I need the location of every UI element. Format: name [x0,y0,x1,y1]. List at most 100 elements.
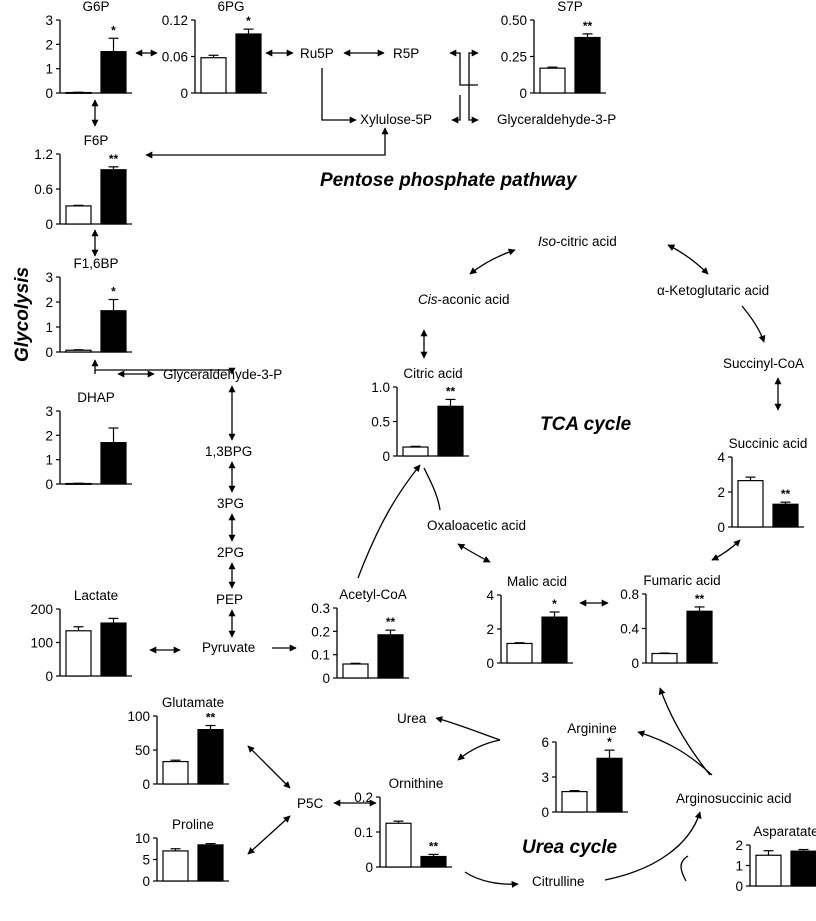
y-tick-label: 3 [541,770,549,785]
chart-arginine: 036*Arginine [541,721,628,820]
bar-treatment [790,850,816,887]
significance-marker: * [111,23,116,37]
chart-title: F6P [84,133,109,148]
y-tick-label: 2 [717,485,725,500]
section-title-tca: TCA cycle [540,414,632,435]
bar-control [651,652,678,664]
bar-control [162,850,189,882]
chart-title: DHAP [77,390,115,405]
bar-treatment [420,855,447,868]
significance-marker: ** [429,839,439,853]
bar-control [342,663,369,679]
label-pep: PEP [216,592,243,607]
bar-charts: 0123*G6P00.060.12*6PG00.250.50**S7P00.61… [30,0,816,894]
arrow-acetylcoa-citric [357,464,421,579]
significance-marker: ** [583,19,593,33]
bar-control [539,67,566,94]
significance-marker: ** [386,615,396,629]
y-tick-label: 4 [717,450,725,465]
chart-malic-acid: 024*Malic acid [486,574,573,671]
y-tick-label: 0.5 [371,415,390,430]
arrow-f16bp-gap [95,367,236,375]
bar-control [385,822,412,868]
arrow-s7p-bracket [468,49,479,124]
y-tick-label: 0 [322,671,330,686]
arrow-argsucc-fumaric [658,687,711,776]
label-arginosuccinic: Arginosuccinic acid [676,791,792,806]
bar-control [162,760,189,785]
label-2pg: 2PG [217,545,244,560]
y-tick-label: 0 [180,86,188,101]
y-tick-label: 2 [735,838,743,853]
label-pyruvate: Pyruvate [202,640,255,655]
bar-treatment [100,169,127,225]
bar-control [402,446,429,457]
chart-title: Citric acid [403,366,462,381]
label-akg: α-Ketoglutaric acid [657,283,769,298]
y-tick-label: 0 [45,217,53,232]
section-title-glycolysis: Glycolysis [12,267,33,362]
section-title-ppp: Pentose phosphate pathway [320,170,578,191]
chart-title: Asparatate [753,824,816,839]
y-tick-label: 3 [45,270,53,285]
y-tick-label: 6 [541,735,549,750]
bar-treatment [100,310,127,353]
bar-treatment [235,33,262,94]
arrow-malic-oxaloacetic [457,543,491,563]
y-tick-label: 0 [45,345,53,360]
bar-control [200,57,227,94]
y-tick-label: 0 [142,874,150,889]
y-tick-label: 0 [382,449,390,464]
label-cis-suffix: -aconic acid [438,292,510,307]
label-3pg: 3PG [217,496,244,511]
label-oxaloacetic: Oxaloacetic acid [427,518,526,533]
label-isocitric-prefix: Iso [538,234,557,249]
label-xylulose: Xylulose-5P [360,112,432,127]
chart-title: 6PG [217,0,244,14]
bar-treatment [100,622,127,677]
bar-treatment [197,844,224,882]
y-tick-label: 0 [717,520,725,535]
label-isocitric: Iso-citric acid [538,234,617,249]
chart-title: Lactate [74,588,118,603]
y-tick-label: 2 [45,37,53,52]
bar-treatment [377,634,404,679]
significance-marker: * [111,285,116,299]
label-p5c: P5C [297,796,324,811]
y-tick-label: 0.6 [34,182,53,197]
chart-title: Ornithine [389,776,444,791]
section-title-urea: Urea cycle [522,837,618,858]
bar-control [65,630,92,677]
chart-title: Proline [172,817,214,832]
arrow-ru5p-xylulose [321,68,357,124]
y-tick-label: 0.4 [620,622,639,637]
label-13bpg: 1,3BPG [205,444,252,459]
chart-succinic-acid: 024**Succinic acid [717,436,807,535]
y-tick-label: 0.2 [311,624,330,639]
bar-treatment [686,610,713,664]
y-tick-label: 0 [45,477,53,492]
significance-marker: ** [695,592,705,606]
chart-title: Acetyl-CoA [339,587,407,602]
y-tick-label: 4 [486,588,494,603]
y-tick-label: 1 [45,62,53,77]
label-isocitric-suffix: -citric acid [556,234,617,249]
bar-control [65,205,92,225]
label-cis-aconic: Cis-aconic acid [418,292,510,307]
y-tick-label: 1.2 [34,147,53,162]
chart-title: F1,6BP [73,256,118,271]
y-tick-label: 0.3 [311,601,330,616]
arrow-asparatate-argsucc [680,855,689,882]
arrow-akg-succinylcoa [741,305,766,343]
arrow-isocitric-akg [667,244,709,275]
label-gap-ppp: Glyceraldehyde-3-P [497,112,616,127]
chart-title: Malic acid [507,574,567,589]
y-tick-label: 0.12 [162,13,188,28]
